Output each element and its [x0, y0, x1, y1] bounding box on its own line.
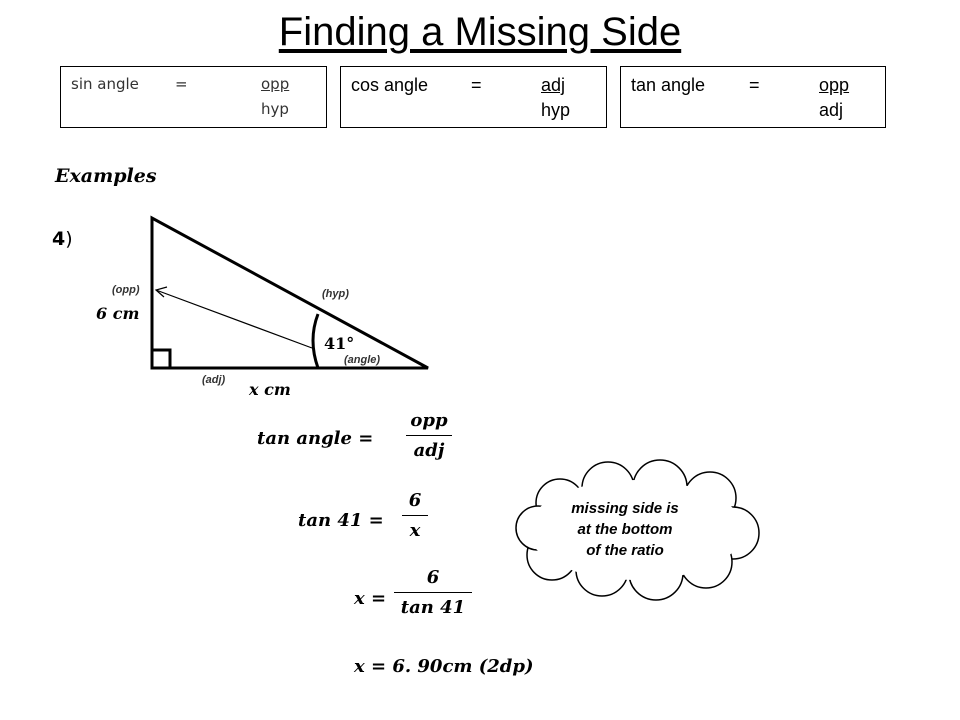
tan-formula-box: tan angle = opp adj: [620, 66, 886, 128]
step1-numerator: opp: [410, 410, 448, 431]
hyp-tag: (hyp): [322, 288, 349, 300]
cloud-line-1: missing side is: [571, 500, 679, 517]
cos-numerator: adj: [541, 75, 566, 95]
sin-equals: =: [175, 75, 188, 93]
cos-formula-box: cos angle = adj hyp: [340, 66, 607, 128]
examples-heading: Examples: [55, 165, 157, 187]
sin-numerator: opp: [261, 75, 290, 93]
step1-fraction: opp adj: [406, 410, 452, 461]
page-title: Finding a Missing Side: [278, 10, 682, 54]
right-angle-marker: [152, 348, 172, 368]
sin-denominator: hyp: [261, 100, 289, 118]
tan-numerator: opp: [819, 75, 850, 95]
problem-number: 4): [52, 228, 73, 250]
angle-value: 41°: [324, 334, 355, 353]
angle-arc: [311, 313, 320, 369]
problem-number-digit: 4: [52, 228, 66, 250]
step2-fraction: 6 x: [402, 490, 428, 541]
tan-label: tan angle: [631, 75, 706, 95]
cloud-line-2: at the bottom: [577, 521, 673, 538]
step3-fraction: 6 tan 41: [394, 567, 472, 618]
cloud-line-3: of the ratio: [586, 542, 664, 559]
opp-side-value: 6 cm: [96, 304, 140, 323]
adj-tag: (adj): [202, 374, 226, 386]
adj-side-value: x cm: [249, 380, 291, 399]
step2-denominator: x: [409, 520, 421, 541]
step1-denominator: adj: [413, 440, 445, 461]
step3-lhs: x =: [354, 588, 387, 609]
problem-number-paren: ): [65, 228, 73, 250]
step2-lhs: tan 41 =: [298, 510, 384, 531]
cos-label: cos angle: [351, 75, 429, 95]
sin-label: sin angle: [71, 75, 139, 93]
right-triangle: [150, 215, 429, 370]
step3-denominator: tan 41: [400, 597, 466, 618]
opposite-arrow: [155, 289, 313, 349]
angle-tag: (angle): [344, 354, 381, 366]
arrow-head: [154, 286, 168, 298]
tan-equals: =: [749, 75, 760, 95]
step1-lhs: tan angle =: [257, 428, 374, 449]
opp-tag: (opp): [112, 284, 140, 296]
sin-formula-box: sin angle = opp hyp: [60, 66, 327, 128]
step2-numerator: 6: [408, 490, 422, 511]
cos-equals: =: [471, 75, 482, 95]
cloud-note: missing side is at the bottom of the rat…: [520, 498, 730, 561]
step3-numerator: 6: [426, 567, 440, 588]
step4-answer: x = 6. 90cm (2dp): [354, 656, 534, 677]
cos-denominator: hyp: [541, 100, 571, 120]
tan-denominator: adj: [819, 100, 844, 120]
